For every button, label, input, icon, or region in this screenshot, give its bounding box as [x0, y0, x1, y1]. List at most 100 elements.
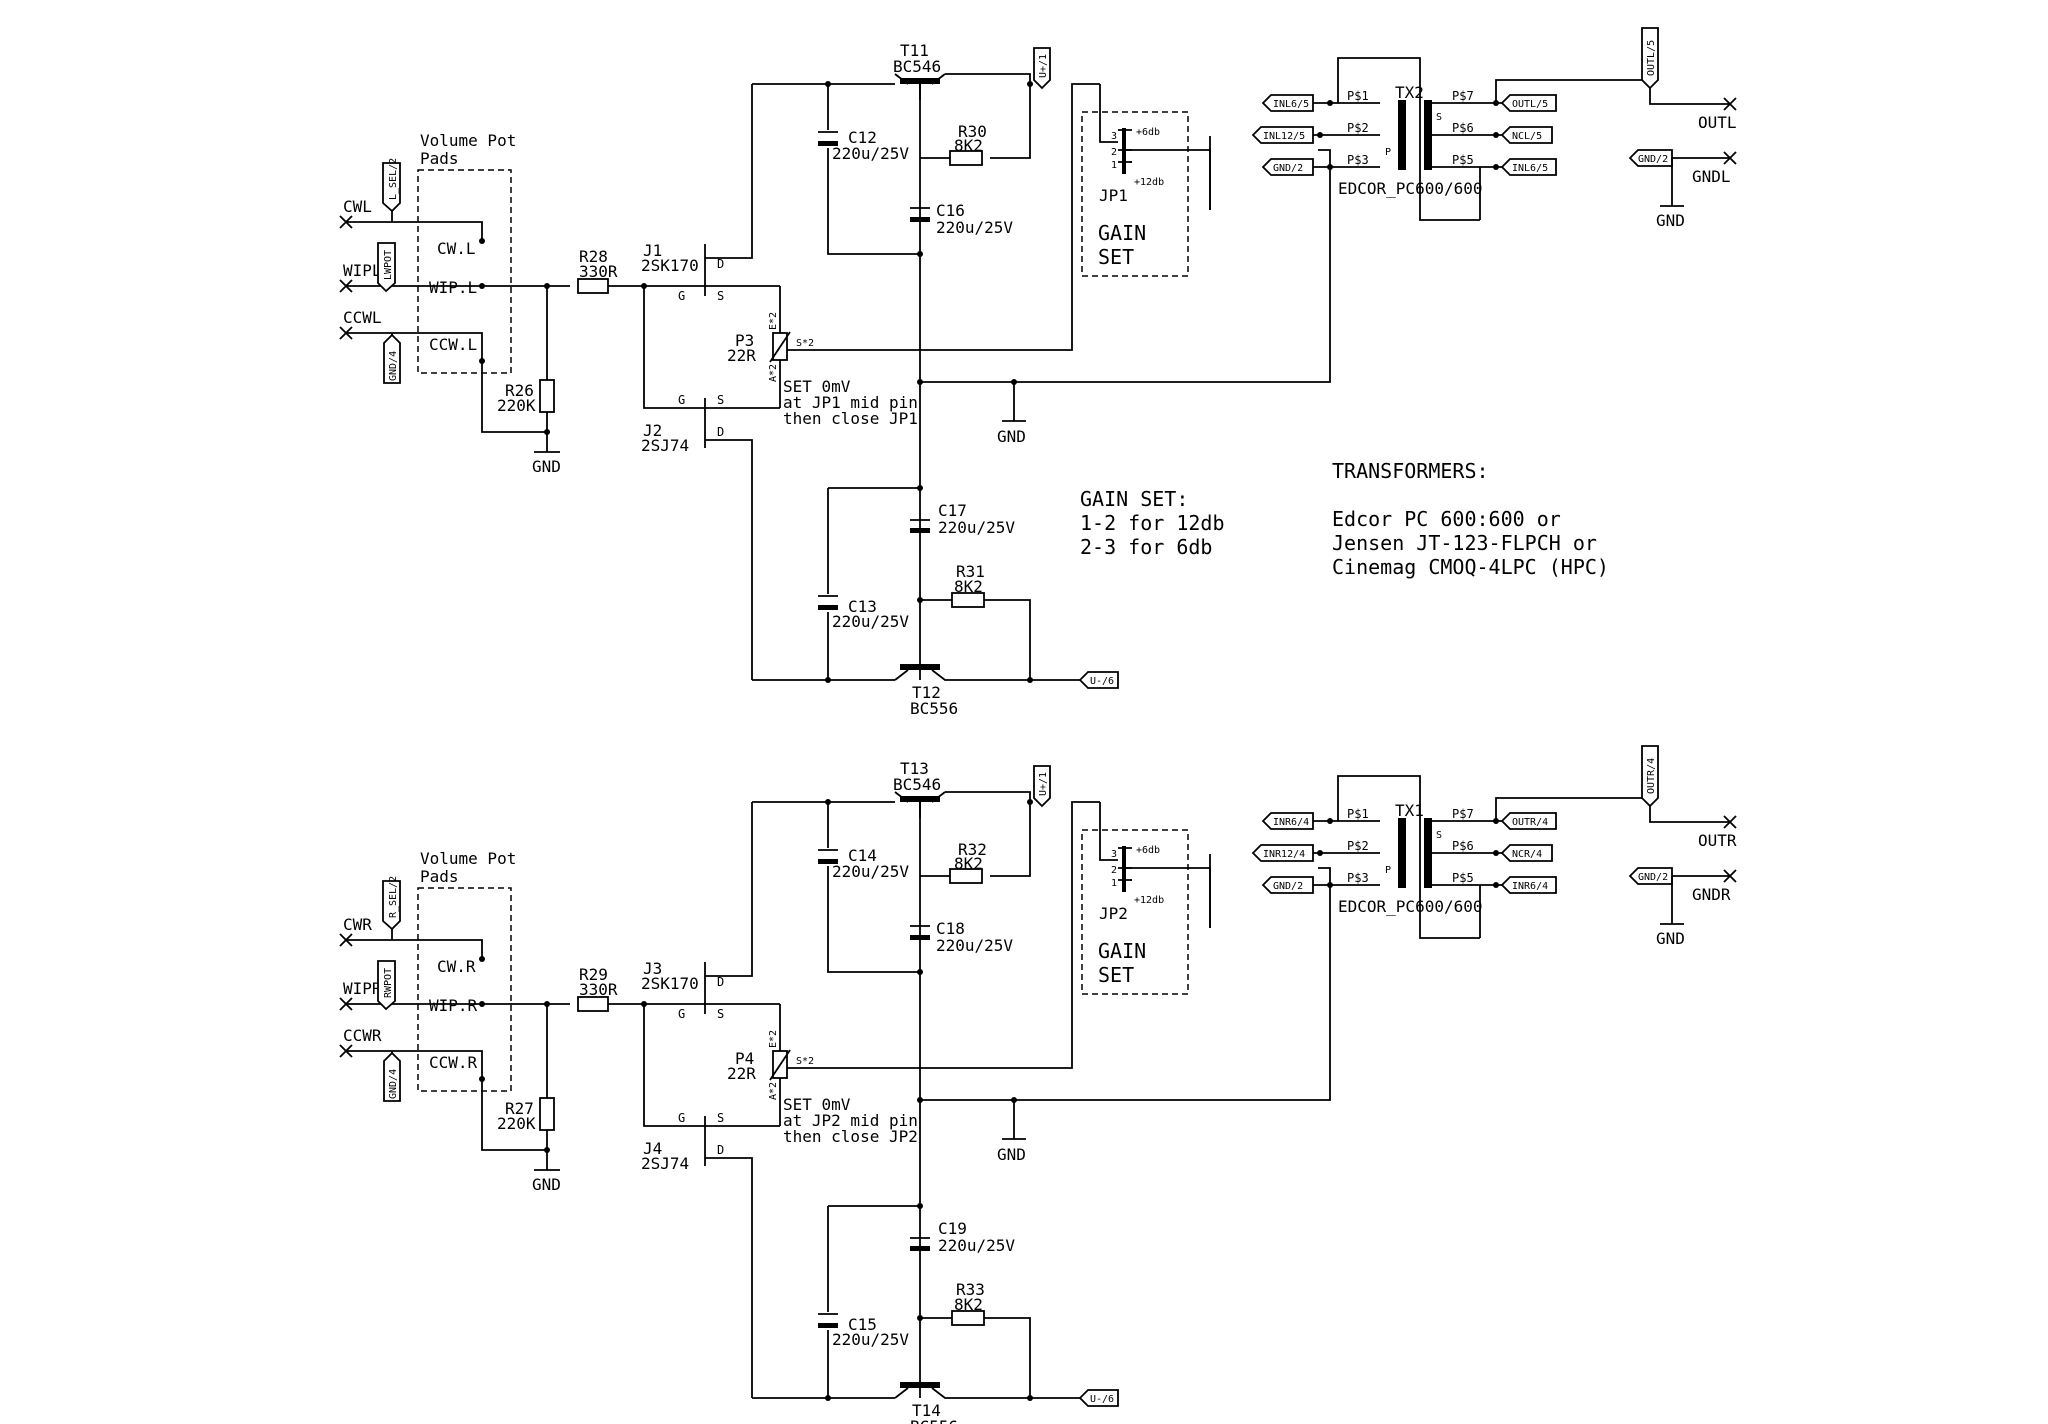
wip-terminal — [339, 997, 353, 1011]
c12-value: 220u/25V — [832, 862, 909, 881]
vp-dot — [1027, 799, 1033, 805]
r26-gnd-dot — [544, 1147, 550, 1153]
gndout-label: GNDR — [1692, 885, 1731, 904]
tx-label: TX2 — [1395, 83, 1424, 102]
in6-tag-label: INL6/5 — [1273, 99, 1309, 110]
jp-pin1: 1 — [1111, 160, 1117, 171]
r26-resistor — [539, 379, 555, 413]
in12-tag-label: INL12/5 — [1263, 131, 1305, 142]
j2-drain — [705, 439, 753, 680]
tx-p1-dot — [1327, 818, 1333, 824]
gnd4-tag-label: GND/4 — [388, 1069, 399, 1099]
sel-tag-label: L_SEL/2 — [388, 158, 399, 200]
jp-header — [1122, 128, 1126, 174]
j2-g: G — [678, 1111, 685, 1125]
c13-label: C15 — [848, 1315, 877, 1334]
j1-value: 2SK170 — [641, 256, 699, 275]
t12-value: BC556 — [910, 1417, 958, 1424]
gnd-mid-label: GND — [997, 427, 1026, 446]
p3-adjust-arrow — [769, 1049, 791, 1081]
ps5: P$5 — [1452, 153, 1474, 167]
j2-value: 2SJ74 — [641, 1154, 689, 1173]
r28-resistor — [577, 996, 609, 1012]
c17-plate-bottom — [910, 528, 930, 533]
sel-tag — [382, 162, 401, 213]
p3-value: 22R — [727, 346, 756, 365]
wire-wiper-jp — [787, 801, 1100, 1069]
ccw-label: CCWR — [343, 1026, 382, 1045]
gnd-symbol-right — [1660, 876, 1684, 925]
pads-title: Volume Pot — [420, 849, 516, 868]
tx-p: P — [1385, 147, 1391, 158]
o-in6-tag-label: INL6/5 — [1512, 163, 1548, 174]
ps1: P$1 — [1347, 807, 1369, 821]
wip-label: WIPL — [343, 261, 382, 280]
r26-label: R27 — [505, 1099, 534, 1118]
t12-label: T12 — [912, 683, 941, 702]
wire-ccw-gnd — [481, 361, 547, 433]
p3-label: P3 — [735, 331, 754, 350]
set-note-2: at JP1 mid pin — [783, 393, 918, 412]
out-terminal — [1723, 815, 1737, 829]
r26-value: 220K — [497, 396, 536, 415]
c12-plate-bottom — [818, 859, 838, 864]
vm-tag-label: U-/6 — [1090, 676, 1114, 687]
t11-label: T13 — [900, 759, 929, 778]
outtag-label: OUTR/4 — [1646, 758, 1657, 794]
tx-note-3: Cinemag CMOQ-4LPC (HPC) — [1332, 555, 1609, 579]
t12-value: BC556 — [910, 699, 958, 718]
p3-e2: E*2 — [768, 312, 779, 330]
jp-pin2: 2 — [1111, 865, 1117, 876]
j2-g: G — [678, 393, 685, 407]
ps5: P$5 — [1452, 871, 1474, 885]
jp-pin1: 1 — [1111, 878, 1117, 889]
j2-s: S — [717, 393, 724, 407]
t11-leads — [894, 73, 946, 85]
ps6: P$6 — [1452, 121, 1474, 135]
gain-note-1: 1-2 for 12db — [1080, 511, 1225, 535]
c16-label: C16 — [936, 201, 965, 220]
s5-dot — [1493, 882, 1499, 888]
o-out-tag-label: OUTL/5 — [1512, 99, 1548, 110]
r31-value: 8K2 — [954, 577, 983, 596]
gain-set-1: GAIN — [1098, 939, 1146, 963]
cw-pad-dot — [479, 238, 485, 244]
tx-p1-dot — [1327, 100, 1333, 106]
jp-pin3: 3 — [1111, 849, 1117, 860]
tx-name: EDCOR_PC600/600 — [1338, 897, 1483, 916]
outtag — [1641, 27, 1659, 90]
j2-label: J4 — [643, 1139, 662, 1158]
r30-label: R30 — [958, 122, 987, 141]
p3-a2: A*2 — [768, 1082, 779, 1100]
r31-dot — [917, 597, 923, 603]
j1-s: S — [717, 1007, 724, 1021]
cw-label: CWL — [343, 197, 372, 216]
gain-set-box — [1081, 829, 1189, 995]
wire-out — [1649, 88, 1730, 105]
tx-p3-dot — [1327, 882, 1333, 888]
t12-base — [900, 1382, 940, 1388]
set-note-3: then close JP2 — [783, 1127, 918, 1146]
ps3: P$3 — [1347, 871, 1369, 885]
o-out-tag — [1500, 94, 1557, 112]
c13-label: C13 — [848, 597, 877, 616]
wire-out — [1649, 806, 1730, 823]
c13-wires — [827, 1205, 920, 1398]
vp-tag — [1033, 47, 1051, 90]
gnd2-tag-label: GND/2 — [1273, 881, 1303, 892]
r28-label: R29 — [579, 965, 608, 984]
r31-wires — [920, 599, 1031, 680]
r30-value: 8K2 — [954, 854, 983, 873]
wire-gate-j2 — [643, 286, 705, 409]
t11-label: T11 — [900, 41, 929, 60]
ps2: P$2 — [1347, 839, 1369, 853]
gain-note-title: GAIN SET: — [1080, 487, 1188, 511]
sel-tag — [382, 880, 401, 931]
j1-g: G — [678, 289, 685, 303]
vp-tag-label: U+/1 — [1038, 772, 1049, 796]
j2-label: J2 — [643, 421, 662, 440]
r28-resistor — [577, 278, 609, 294]
tx-s: S — [1436, 112, 1442, 123]
set-note-1: SET 0mV — [783, 1095, 851, 1114]
j1-g: G — [678, 1007, 685, 1021]
